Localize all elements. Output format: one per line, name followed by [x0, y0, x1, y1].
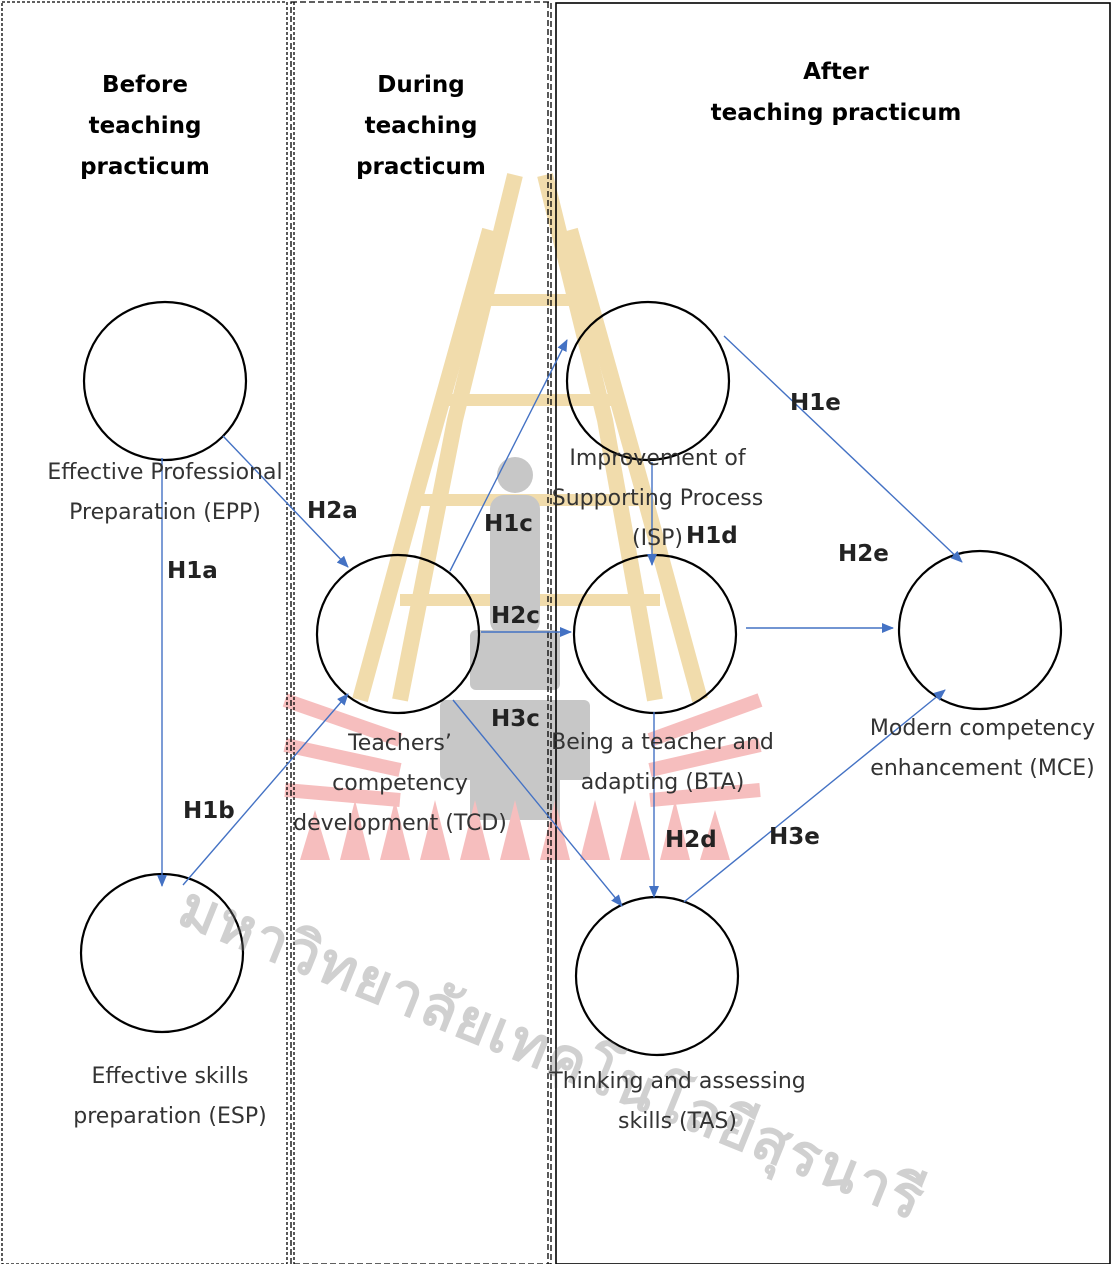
node-label-tas: Thinking and assessing skills (TAS) [549, 1069, 806, 1134]
arrow-h1c [449, 339, 568, 572]
node-label-tcd: Teachers’ competency development (TCD) [293, 731, 507, 836]
node-circle-mce [897, 549, 1063, 711]
arrow-h3e [683, 689, 946, 903]
hyp-label-h1e: H1e [790, 390, 841, 416]
node-circle-isp [565, 300, 731, 462]
phase-title-before: Before teaching practicum [80, 72, 210, 180]
phase-title-after: After teaching practicum [710, 59, 962, 126]
node-label-bta: Being a teacher and adapting (BTA) [551, 730, 774, 795]
node-label-isp: Improvement of Supporting Process (ISP) [551, 446, 764, 551]
hyp-label-h1b: H1b [183, 798, 235, 824]
hyp-label-h3e: H3e [769, 824, 820, 850]
hyp-label-h2c: H2c [491, 603, 540, 629]
phase-box-during [290, 1, 552, 1264]
hyp-label-h2e: H2e [838, 541, 889, 567]
phase-box-before [1, 1, 288, 1264]
phase-box-after [555, 2, 1111, 1264]
arrow-h3c [452, 699, 623, 907]
node-circle-epp [82, 300, 248, 462]
arrow-h1e [723, 335, 963, 563]
node-label-esp: Effective skills preparation (ESP) [73, 1064, 267, 1129]
hyp-label-h1d: H1d [686, 523, 738, 549]
hyp-label-h2d: H2d [665, 827, 717, 853]
hyp-label-h1c: H1c [484, 511, 533, 537]
hyp-label-h2a: H2a [307, 498, 358, 524]
arrow-h2a [222, 435, 349, 568]
node-label-epp: Effective Professional Preparation (EPP) [47, 460, 283, 525]
phase-title-during: During teaching practicum [356, 72, 486, 180]
node-circle-tcd [315, 553, 481, 715]
hyp-label-h1a: H1a [167, 558, 218, 584]
arrow-h1b [182, 693, 349, 886]
university-logo-watermark [282, 173, 763, 860]
hyp-label-h3c: H3c [491, 706, 540, 732]
node-label-mce: Modern competency enhancement (MCE) [869, 716, 1096, 781]
